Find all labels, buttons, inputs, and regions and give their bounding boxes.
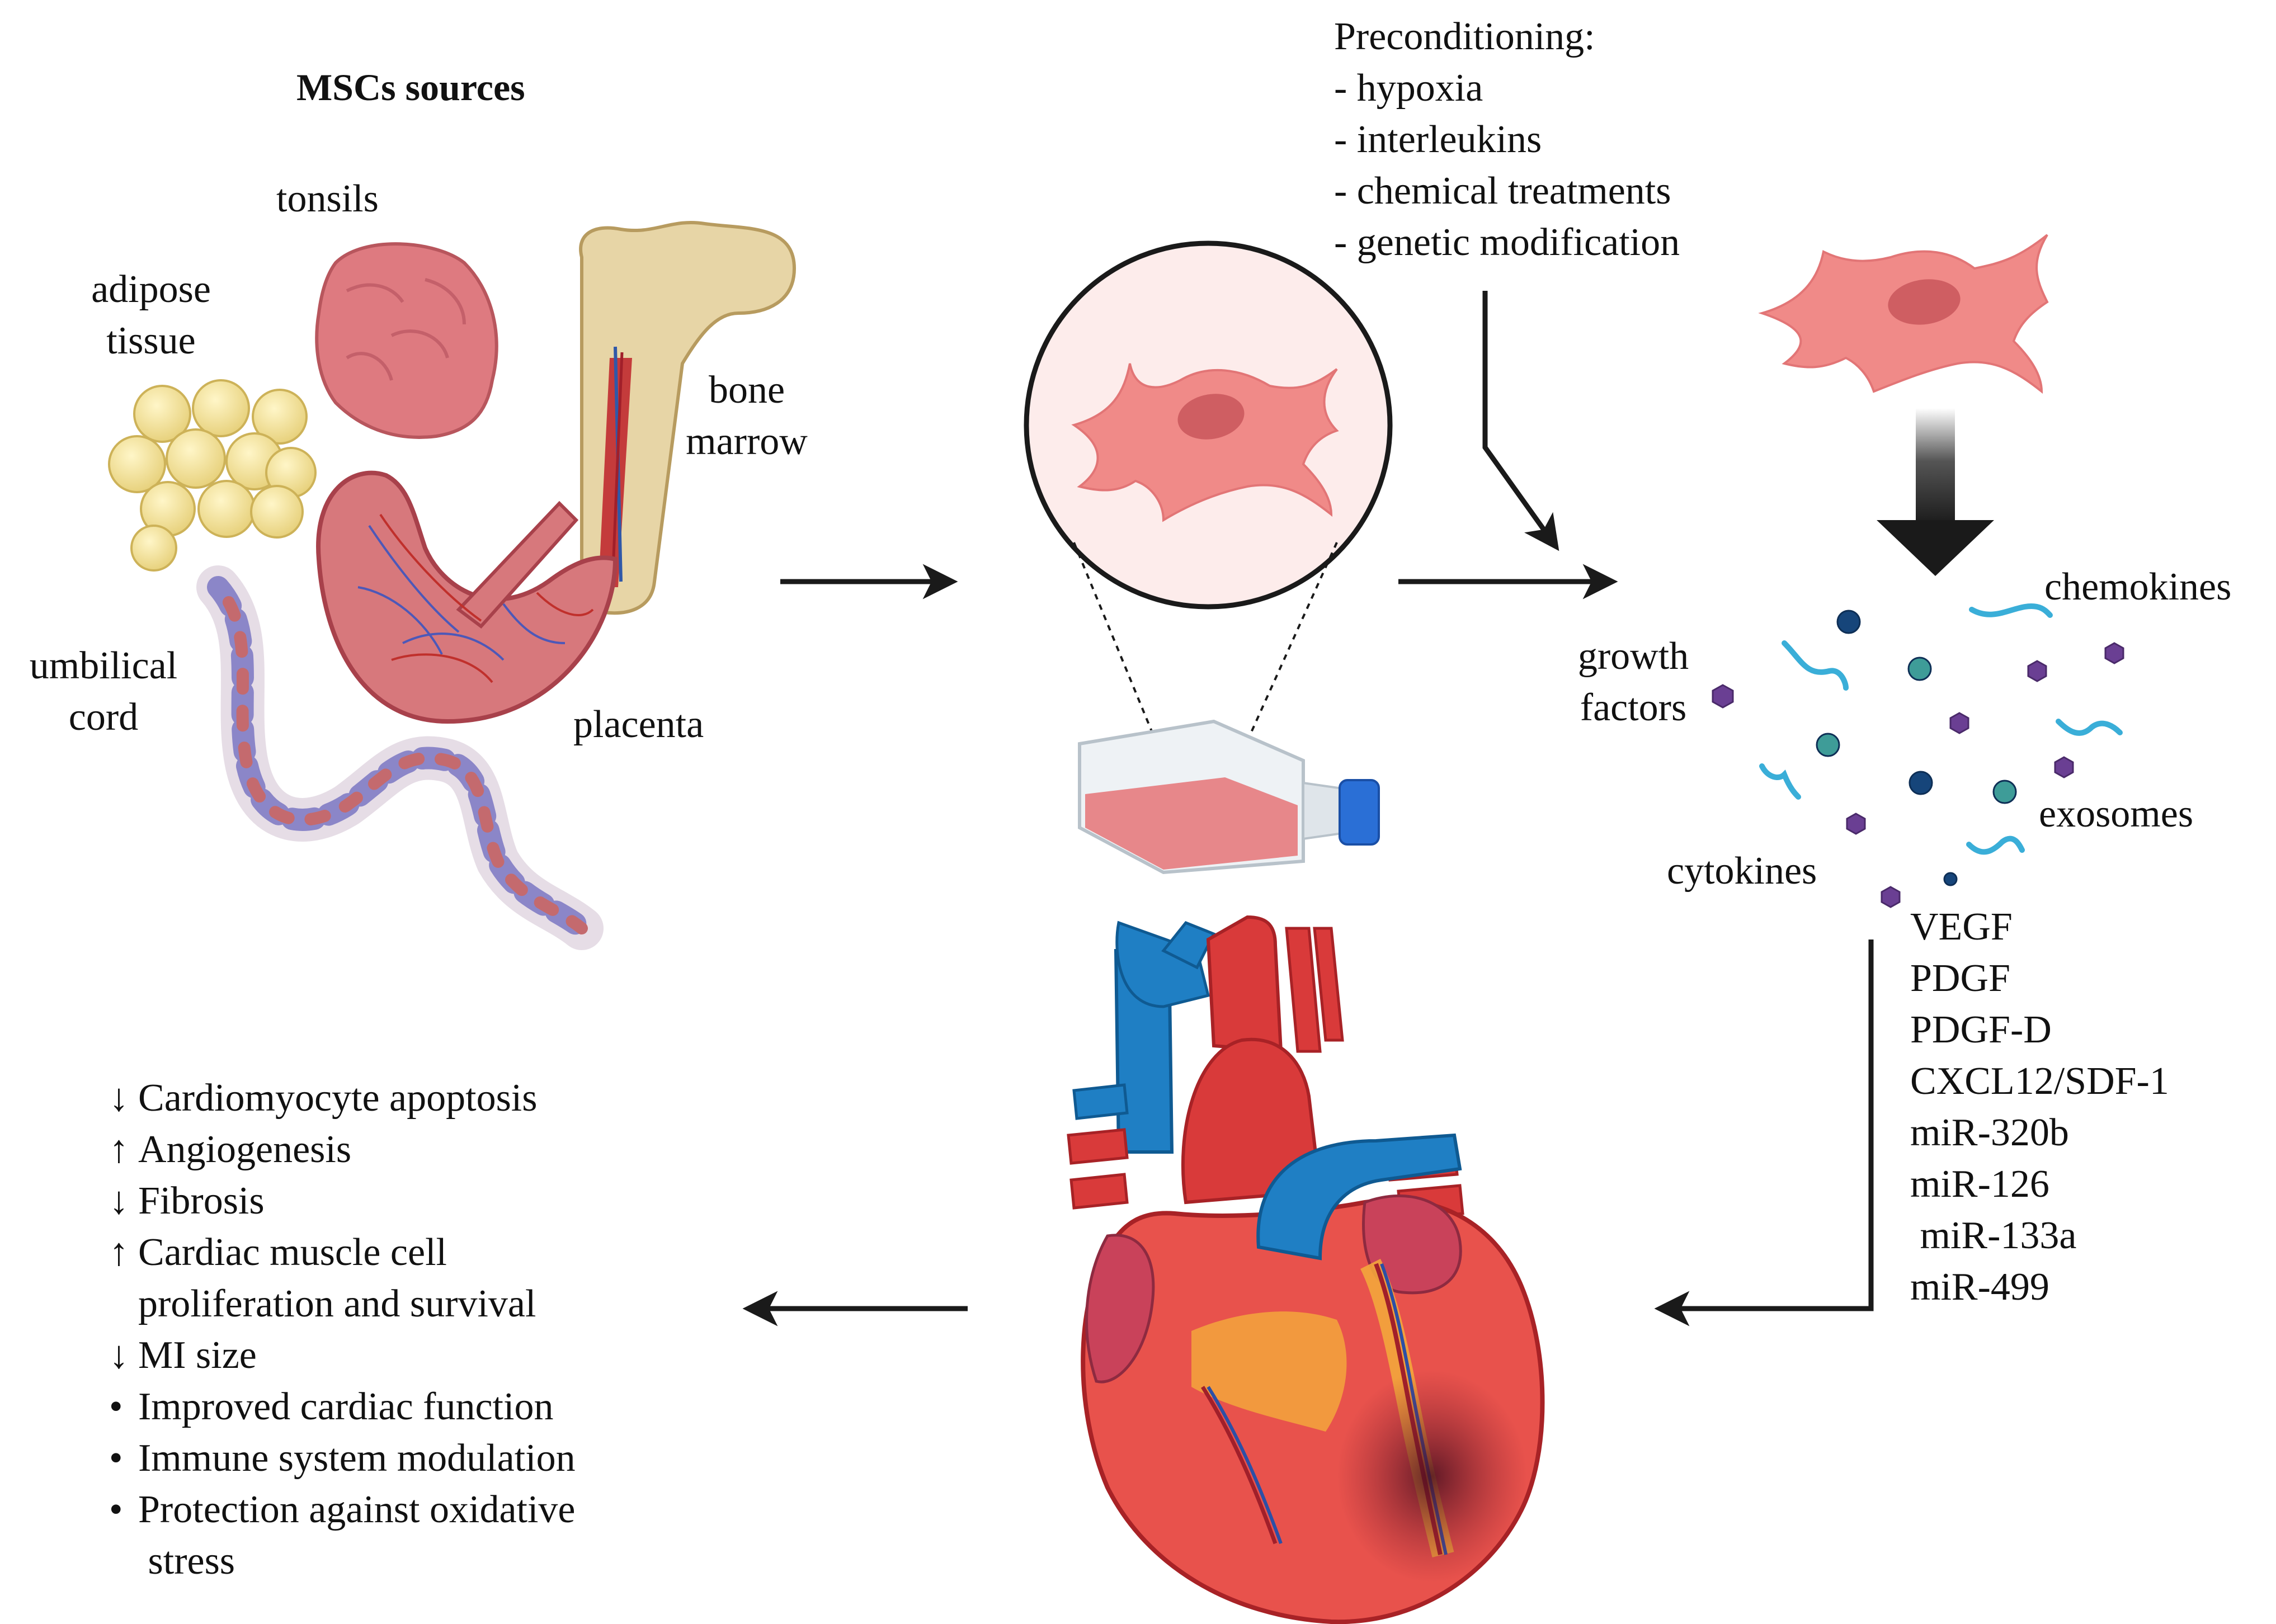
growth-factors-label-line-2: factors xyxy=(1580,686,1687,729)
molecule-item: miR-320b xyxy=(1910,1111,2069,1154)
molecule-item: PDGF xyxy=(1910,957,2010,1000)
effect-marker: ↑ xyxy=(109,1231,129,1274)
heart-icon xyxy=(1067,915,1545,1624)
preconditioning-item: - chemical treatments xyxy=(1334,169,1671,213)
growth-factors-label-line-1: growth xyxy=(1577,635,1689,678)
cytokine-icon xyxy=(1712,642,2124,908)
effect-marker: ↑ xyxy=(109,1128,129,1171)
effect-marker xyxy=(109,1536,138,1587)
effect-item: • Immune system modulation xyxy=(109,1433,576,1484)
adipose-cells-icon xyxy=(108,379,317,572)
effect-item: ↓MI size xyxy=(109,1330,576,1381)
bone-icon xyxy=(579,220,797,615)
msc-cell-icon xyxy=(1024,240,1393,828)
effect-marker: • xyxy=(109,1488,123,1531)
msc-sources-title: MSCs sources xyxy=(296,66,525,108)
effect-marker: ↓ xyxy=(109,1334,129,1377)
effect-text: stress xyxy=(138,1540,235,1583)
molecule-item: PDGF-D xyxy=(1910,1008,2052,1051)
growth-factors-label: growth factors xyxy=(1549,631,1717,734)
effect-item: ↑Angiogenesis xyxy=(109,1124,576,1175)
adipose-label-line-2: tissue xyxy=(106,319,196,362)
effect-marker: • xyxy=(109,1437,123,1480)
molecule-list: VEGF PDGF PDGF-D CXCL12/SDF-1 miR-320b m… xyxy=(1910,901,2169,1313)
molecule-item: CXCL12/SDF-1 xyxy=(1910,1060,2169,1103)
chemokine-icon xyxy=(1759,603,2123,855)
preconditioning-list: - hypoxia - interleukins - chemical trea… xyxy=(1334,63,1680,268)
molecule-item: miR-126 xyxy=(1910,1163,2049,1206)
tonsils-label: tonsils xyxy=(276,177,379,220)
effect-text: Protection against oxidative xyxy=(138,1488,576,1531)
effect-item: ↑Cardiac muscle cell xyxy=(109,1227,576,1278)
effect-text: Fibrosis xyxy=(138,1179,265,1222)
secretome-particles xyxy=(1712,603,2124,908)
molecule-item: miR-499 xyxy=(1910,1266,2049,1309)
secretion-arrow xyxy=(1877,408,1994,576)
preconditioning-item: - genetic modification xyxy=(1334,221,1680,264)
effect-text: Angiogenesis xyxy=(138,1128,352,1171)
bone-marrow-label: bone marrow xyxy=(663,365,831,468)
effect-marker xyxy=(109,1278,138,1330)
therapeutic-effects-list: ↓Cardiomyocyte apoptosis ↑Angiogenesis ↓… xyxy=(109,1073,576,1587)
effect-text: Cardiac muscle cell xyxy=(138,1231,447,1274)
effect-text: Immune system modulation xyxy=(138,1437,576,1480)
adipose-tissue-label: adipose tissue xyxy=(76,264,227,367)
umbilical-cord-label-line-1: umbilical xyxy=(29,644,178,687)
molecule-item: VEGF xyxy=(1910,905,2013,948)
cytokines-label: cytokines xyxy=(1667,849,1817,893)
umbilical-cord-label-line-2: cord xyxy=(68,696,139,739)
arrow-molecules-to-heart xyxy=(1654,940,1874,1326)
effect-marker: ↓ xyxy=(109,1077,129,1120)
adipose-label-line-1: adipose xyxy=(91,268,211,311)
bone-marrow-label-line-1: bone xyxy=(708,369,785,412)
chemokines-label: chemokines xyxy=(2044,565,2232,608)
molecule-item: miR-133a xyxy=(1910,1214,2077,1257)
placenta-label: placenta xyxy=(573,703,704,746)
effect-marker: ↓ xyxy=(109,1179,129,1222)
flow-arrows xyxy=(742,291,1874,1326)
effect-item: ↓Fibrosis xyxy=(109,1175,576,1227)
effect-item: proliferation and survival xyxy=(109,1278,576,1330)
arrow-preconditioning xyxy=(1482,291,1559,551)
secreting-cell-icon xyxy=(1758,234,2049,394)
effect-marker: • xyxy=(109,1385,123,1428)
effect-item: ↓Cardiomyocyte apoptosis xyxy=(109,1073,576,1124)
placenta-icon xyxy=(316,470,618,724)
preconditioning-item: - interleukins xyxy=(1334,118,1542,161)
bone-marrow-label-line-2: marrow xyxy=(686,420,808,463)
exosome-icon xyxy=(1816,610,2017,886)
effect-text: MI size xyxy=(138,1334,257,1377)
umbilical-cord-label: umbilical cord xyxy=(11,640,196,743)
effect-text: Improved cardiac function xyxy=(138,1385,554,1428)
effect-item: • Improved cardiac function xyxy=(109,1381,576,1433)
exosomes-label: exosomes xyxy=(2039,792,2194,835)
effect-item: stress xyxy=(109,1536,576,1587)
tonsil-icon xyxy=(315,242,498,439)
preconditioning-title: Preconditioning: xyxy=(1334,15,1595,58)
preconditioning-item: - hypoxia xyxy=(1334,67,1483,110)
effect-text: proliferation and survival xyxy=(138,1282,536,1325)
umbilical-cord-icon xyxy=(196,565,604,950)
effect-text: Cardiomyocyte apoptosis xyxy=(138,1077,538,1120)
effect-item: • Protection against oxidative xyxy=(109,1484,576,1536)
culture-flask-icon xyxy=(1078,719,1380,875)
